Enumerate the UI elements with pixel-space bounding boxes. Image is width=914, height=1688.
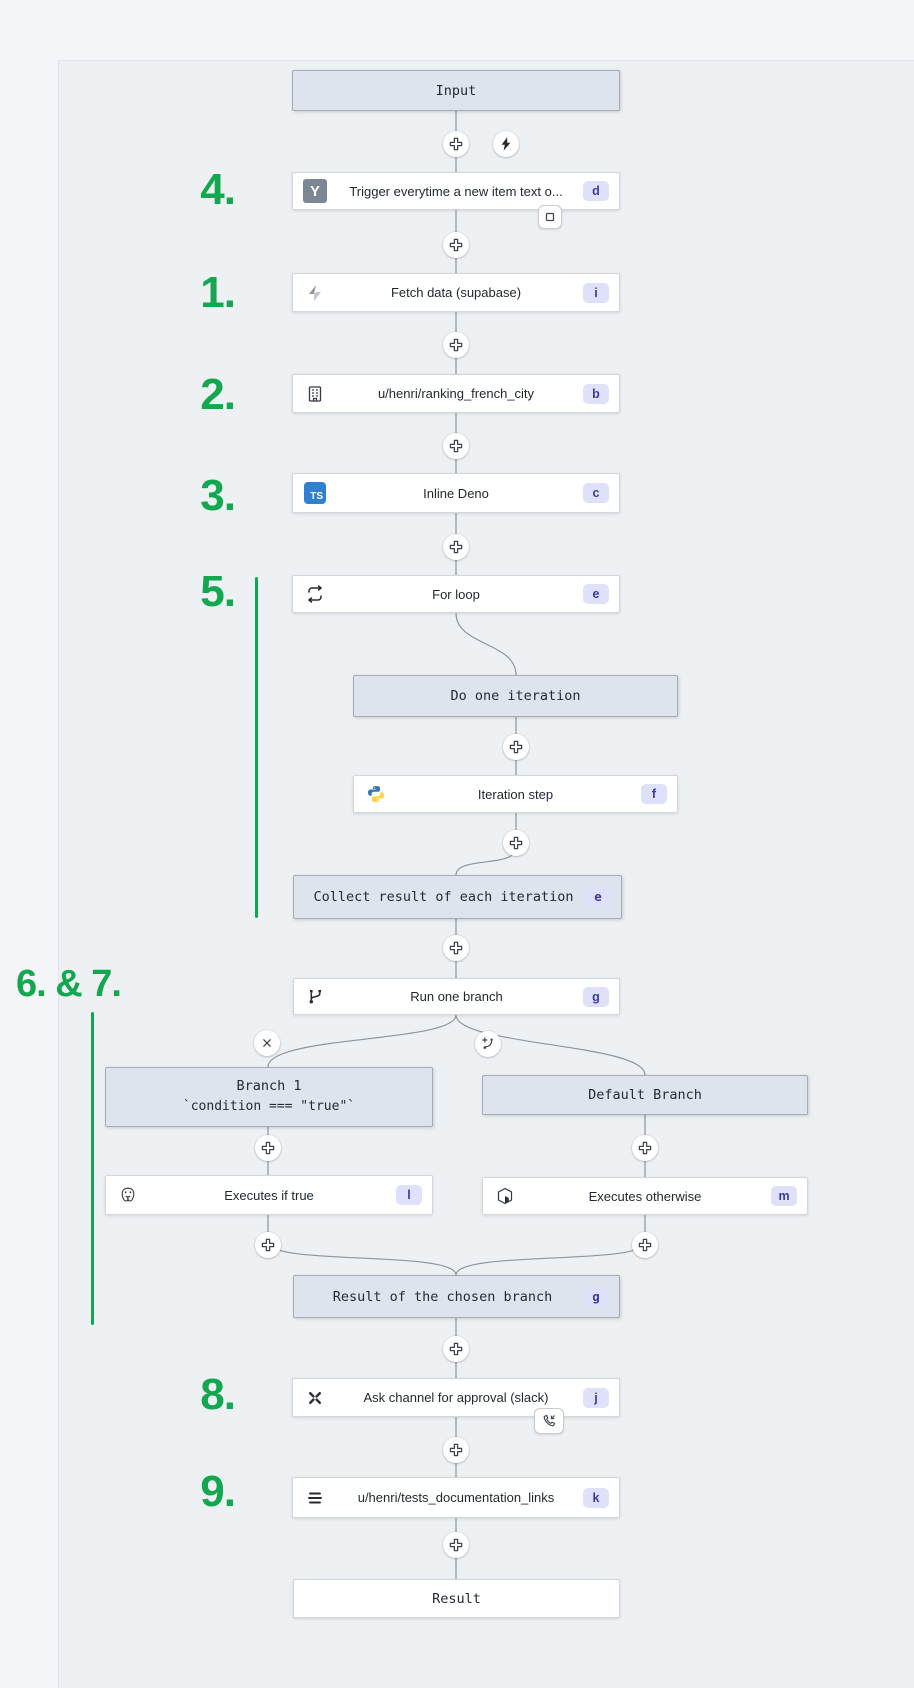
typescript-icon: TS	[303, 481, 327, 505]
step-id-badge: i	[583, 282, 609, 303]
node-iteration-step[interactable]: Iteration step f	[353, 775, 678, 813]
node-executes-otherwise[interactable]: Executes otherwise m	[482, 1177, 808, 1215]
add-branch-button[interactable]	[475, 1031, 501, 1057]
building-icon	[303, 382, 327, 406]
add-step-button[interactable]	[503, 734, 529, 760]
node-label: Ask channel for approval (slack)	[363, 1390, 549, 1405]
node-label: Result of the chosen branch	[332, 1288, 553, 1305]
node-ranking-french-city[interactable]: u/henri/ranking_french_city b	[292, 374, 620, 413]
add-step-button[interactable]	[443, 534, 469, 560]
add-step-button[interactable]	[632, 1135, 658, 1161]
add-step-button[interactable]	[443, 1336, 469, 1362]
step-id-badge: m	[771, 1186, 797, 1206]
node-flow-input[interactable]: Input	[292, 70, 620, 111]
node-fetch-data[interactable]: Fetch data (supabase) i	[292, 273, 620, 312]
postgresql-icon	[116, 1183, 140, 1207]
annotation-step-8: 8.	[200, 1370, 236, 1419]
node-flow-result[interactable]: Result	[293, 1579, 620, 1618]
node-label: Executes if true	[224, 1187, 314, 1203]
git-branch-icon	[304, 985, 328, 1009]
slack-icon	[303, 1386, 327, 1410]
add-step-button[interactable]	[632, 1232, 658, 1258]
hackernews-icon: Y	[303, 179, 327, 203]
node-label: u/henri/ranking_french_city	[377, 386, 535, 401]
node-run-one-branch[interactable]: Run one branch g	[293, 978, 620, 1015]
add-step-button[interactable]	[503, 830, 529, 856]
annotation-step-6-7: 6. & 7.	[16, 963, 122, 1005]
node-trigger[interactable]: Y Trigger everytime a new item text o...…	[292, 172, 620, 210]
step-id-badge: c	[583, 483, 609, 503]
annotation-step-9: 9.	[200, 1467, 236, 1516]
node-result-chosen-branch[interactable]: Result of the chosen branch g	[293, 1275, 620, 1318]
add-step-button[interactable]	[255, 1135, 281, 1161]
python-icon	[364, 782, 388, 806]
trigger-bolt-icon[interactable]	[493, 131, 519, 157]
node-ask-approval[interactable]: Ask channel for approval (slack) j	[292, 1378, 620, 1417]
add-step-button[interactable]	[443, 332, 469, 358]
node-inline-deno[interactable]: TS Inline Deno c	[292, 473, 620, 513]
node-label: Collect result of each iteration	[313, 889, 574, 905]
node-label: Fetch data (supabase)	[390, 285, 522, 300]
cube-icon	[493, 1184, 517, 1208]
annotation-step-3: 3.	[200, 471, 236, 520]
repeat-loop-icon	[303, 582, 327, 606]
node-label: Inline Deno	[423, 485, 489, 501]
step-id-badge: e	[585, 887, 611, 907]
node-label: Default Branch	[588, 1087, 702, 1103]
node-label: Run one branch	[410, 989, 503, 1004]
node-label: Do one iteration	[450, 688, 581, 704]
step-id-badge: g	[583, 986, 609, 1007]
menu-bars-icon	[303, 1486, 327, 1510]
step-id-badge: j	[583, 1387, 609, 1408]
annotation-step-2: 2.	[200, 370, 236, 419]
node-label: Iteration step	[477, 786, 554, 802]
node-label: Input	[435, 82, 477, 99]
add-step-button[interactable]	[443, 1532, 469, 1558]
early-stop-button[interactable]	[538, 205, 562, 229]
branch-title: Branch 1	[236, 1078, 302, 1095]
add-step-button[interactable]	[443, 131, 469, 157]
node-label: Result	[432, 1590, 481, 1607]
step-id-badge: e	[583, 584, 609, 604]
supabase-icon	[303, 281, 327, 305]
node-label: Executes otherwise	[588, 1188, 702, 1204]
node-label: Trigger everytime a new item text o...	[349, 183, 563, 199]
branch-condition: `condition === "true"`	[182, 1099, 356, 1115]
annotation-bracket-branch	[91, 1012, 94, 1325]
node-label: For loop	[432, 586, 480, 602]
suspend-approval-phone-icon[interactable]	[534, 1408, 564, 1434]
node-collect-result[interactable]: Collect result of each iteration e	[293, 875, 622, 919]
node-executes-if-true[interactable]: Executes if true l	[105, 1175, 433, 1215]
add-step-button[interactable]	[443, 232, 469, 258]
annotation-step-1: 1.	[200, 268, 236, 317]
step-id-badge: f	[641, 784, 667, 804]
node-label: u/henri/tests_documentation_links	[357, 1490, 555, 1505]
add-step-button[interactable]	[255, 1232, 281, 1258]
step-id-badge: d	[583, 181, 609, 201]
annotation-step-5: 5.	[200, 567, 236, 616]
annotation-bracket-loop	[255, 577, 258, 918]
annotation-step-4: 4.	[200, 165, 236, 214]
node-for-loop[interactable]: For loop e	[292, 575, 620, 613]
remove-branch-button[interactable]	[254, 1030, 280, 1056]
node-branch-1[interactable]: Branch 1 `condition === "true"`	[105, 1067, 433, 1127]
add-step-button[interactable]	[443, 935, 469, 961]
add-step-button[interactable]	[443, 433, 469, 459]
add-step-button[interactable]	[443, 1437, 469, 1463]
node-do-one-iteration[interactable]: Do one iteration	[353, 675, 678, 717]
step-id-badge: b	[583, 383, 609, 404]
node-default-branch[interactable]: Default Branch	[482, 1075, 808, 1115]
node-tests-documentation-links[interactable]: u/henri/tests_documentation_links k	[292, 1477, 620, 1518]
step-id-badge: l	[396, 1185, 422, 1205]
step-id-badge: k	[583, 1487, 609, 1508]
step-id-badge: g	[583, 1286, 609, 1307]
